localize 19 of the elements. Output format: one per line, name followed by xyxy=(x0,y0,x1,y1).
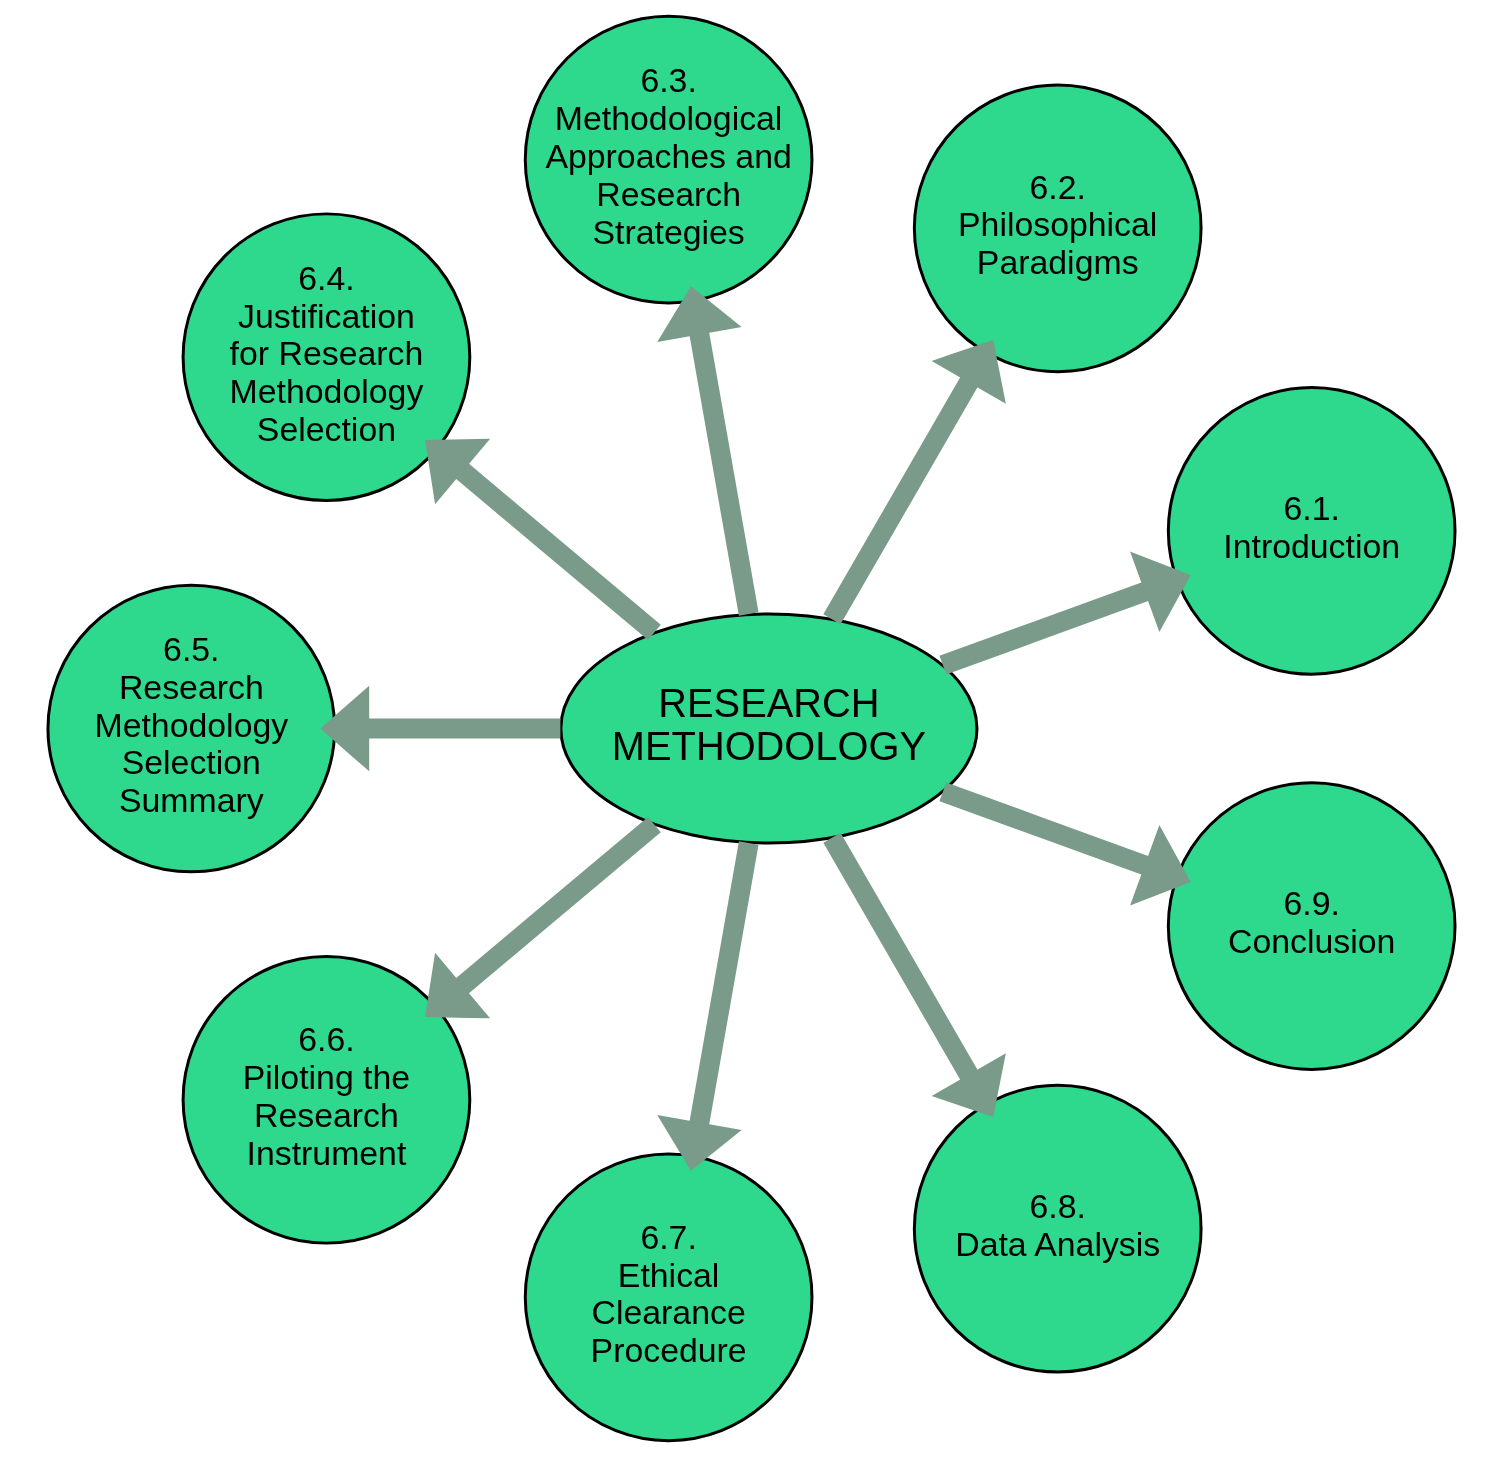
node-ellipse: RESEARCH METHODOLOGY xyxy=(558,612,978,845)
arrow xyxy=(822,339,1006,625)
arrow xyxy=(656,841,759,1171)
arrow xyxy=(424,438,661,641)
node-circle: 6.3. Methodological Approaches and Research Strategies xyxy=(523,14,813,305)
arrow xyxy=(319,685,560,772)
arrow xyxy=(822,832,1006,1118)
node-circle: 6.2. Philosophical Paradigms xyxy=(912,83,1203,374)
arrow xyxy=(938,551,1191,675)
node-circle: 6.4. Justification for Research Methodology Selection xyxy=(181,212,471,503)
arrow xyxy=(938,782,1191,906)
node-circle: 6.8. Data Analysis xyxy=(912,1083,1203,1374)
node-circle: 6.7. Ethical Clearance Procedure xyxy=(523,1152,813,1443)
node-circle: 6.6. Piloting the Research Instrument xyxy=(181,954,471,1245)
node-circle: 6.1. Introduction xyxy=(1166,386,1457,676)
arrow xyxy=(424,816,661,1019)
arrow xyxy=(656,286,759,616)
node-circle: 6.5. Research Methodology Selection Summary xyxy=(45,583,336,874)
node-circle: 6.9. Conclusion xyxy=(1166,781,1457,1071)
